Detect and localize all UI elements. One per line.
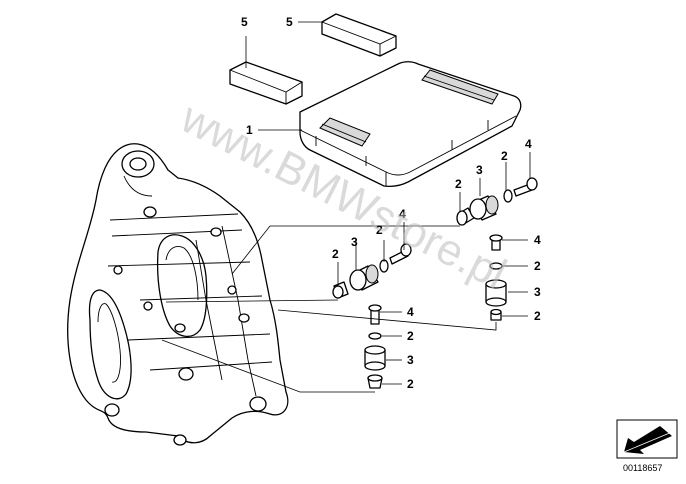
- fastener-group-a: [456, 177, 538, 226]
- callout-label: 3: [476, 163, 483, 177]
- callout-label: 2: [501, 149, 508, 163]
- control-unit-part: [299, 61, 522, 188]
- callout-label: 2: [332, 247, 339, 261]
- callout-label: 5: [286, 15, 293, 29]
- callout-label: 2: [534, 259, 541, 273]
- callout-label: 3: [407, 353, 414, 367]
- callout-label: 4: [407, 305, 414, 319]
- callout-label: 4: [399, 207, 406, 221]
- leader-lines: [161, 21, 531, 393]
- callout-label: 4: [534, 233, 541, 247]
- callout-label: 2: [407, 329, 414, 343]
- callout-label: 2: [376, 223, 383, 237]
- callout-label: 2: [455, 177, 462, 191]
- callout-label: 5: [241, 15, 248, 29]
- callout-label: 3: [351, 235, 358, 249]
- callout-label: 4: [525, 137, 532, 151]
- fastener-group-d: [364, 304, 386, 389]
- document-number: 00118657: [623, 463, 662, 473]
- callout-label: 2: [407, 377, 414, 391]
- fastener-group-c: [485, 234, 507, 321]
- callouts: 5 5 1 2 3 2 4 2 3 2 4 4 2 3 2 4 2 3 2: [241, 15, 541, 391]
- fastener-group-b: [332, 243, 412, 299]
- callout-label: 2: [534, 309, 541, 323]
- callout-label: 3: [534, 285, 541, 299]
- pad-part-lower: [229, 61, 303, 105]
- frame-part: [67, 143, 289, 446]
- pad-part-upper: [321, 13, 397, 57]
- callout-label: 1: [246, 123, 253, 137]
- arrow-pointer-icon: [616, 419, 678, 459]
